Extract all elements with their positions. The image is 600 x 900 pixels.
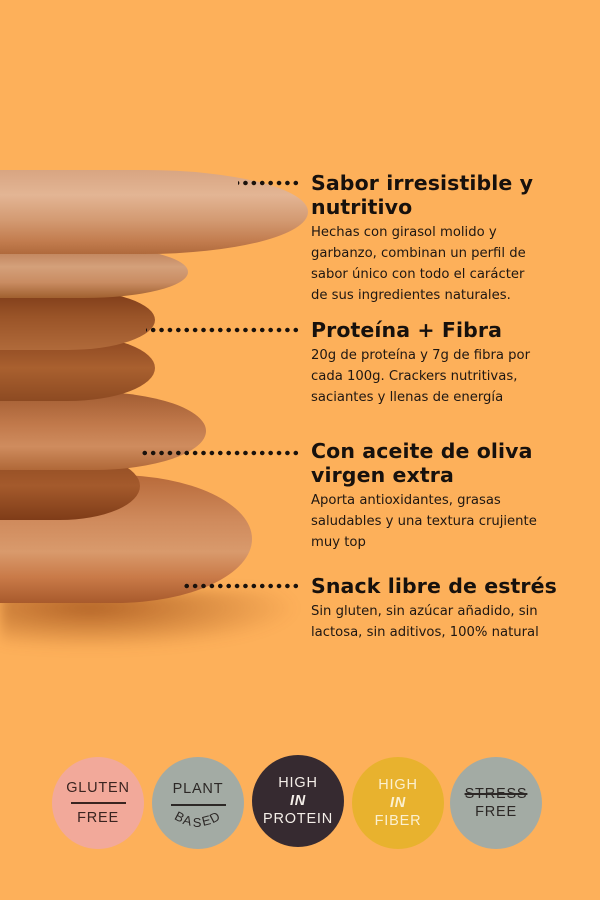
feature-body-line: de sus ingredientes naturales. [311,288,511,303]
feature-body-line: cada 100g. Crackers nutritivas, [311,369,518,384]
badge-high-protein: HIGH IN PROTEIN [252,755,344,847]
cracker-2 [0,246,188,298]
feature-body-line: lactosa, sin aditivos, 100% natural [311,625,539,640]
feature-title-line: virgen extra [311,463,454,487]
leader-dots-1 [238,180,300,186]
feature-body: Hechas con girasol molido y garbanzo, co… [311,222,591,306]
feature-title-line: Con aceite de oliva [311,439,533,463]
feature-body-line: Sin gluten, sin azúcar añadido, sin [311,604,538,619]
feature-title: Sabor irresistible y nutritivo [311,171,591,219]
badge-text: IN [289,793,307,809]
feature-body-line: saludables y una textura crujiente [311,514,537,529]
feature-body-line: muy top [311,535,366,550]
feature-title-line: Sabor irresistible y [311,171,534,195]
feature-stress-free: Snack libre de estrés Sin gluten, sin az… [311,574,591,643]
feature-body-line: Aporta antioxidantes, grasas [311,493,501,508]
feature-title-line: nutritivo [311,195,413,219]
feature-body-line: Hechas con girasol molido y [311,225,497,240]
badge-plant-based: PLANT BASED [152,757,244,849]
cracker-stack-image [0,0,340,680]
badge-stress-free: STRESS FREE [450,757,542,849]
feature-olive-oil: Con aceite de oliva virgen extra Aporta … [311,439,591,553]
feature-title: Con aceite de oliva virgen extra [311,439,591,487]
feature-title-line: Proteína + Fibra [311,318,503,342]
badge-high-fiber: HIGH IN FIBER [352,757,444,849]
badge-text: FREE [475,804,517,820]
cracker-4 [0,392,206,470]
certification-badges: GLUTEN FREE PLANT BASED HIGH IN PROTEIN … [0,755,600,851]
leader-dots-4 [184,583,300,589]
feature-protein-fiber: Proteína + Fibra 20g de proteína y 7g de… [311,318,591,408]
feature-flavor: Sabor irresistible y nutritivo Hechas co… [311,171,591,306]
badge-divider [70,802,126,804]
leader-dots-2 [146,327,300,333]
badge-text: PLANT [172,781,224,797]
badge-text: IN [389,795,407,811]
feature-body-line: saciantes y llenas de energía [311,390,504,405]
feature-body: Sin gluten, sin azúcar añadido, sin lact… [311,601,591,643]
feature-body-line: sabor único con todo el carácter [311,267,525,282]
badge-text: PROTEIN [262,811,334,827]
feature-body: Aporta antioxidantes, grasas saludables … [311,490,591,553]
badge-text: GLUTEN [66,780,130,796]
badge-gluten-free: GLUTEN FREE [52,757,144,849]
feature-title-line: Snack libre de estrés [311,574,557,598]
feature-body-line: 20g de proteína y 7g de fibra por [311,348,531,363]
feature-title: Proteína + Fibra [311,318,591,342]
badge-text: FREE [77,810,119,826]
badge-text: HIGH [378,777,418,793]
badge-divider [170,804,226,806]
badge-arc-text: BASED [172,807,224,830]
badge-text-struck: STRESS [464,786,528,802]
feature-body: 20g de proteína y 7g de fibra por cada 1… [311,345,591,408]
feature-title: Snack libre de estrés [311,574,591,598]
cracker-2b [0,290,155,350]
badge-text: FIBER [374,813,422,829]
leader-dots-3 [140,450,300,456]
feature-body-line: garbanzo, combinan un perfil de [311,246,526,261]
badge-text: HIGH [278,775,318,791]
